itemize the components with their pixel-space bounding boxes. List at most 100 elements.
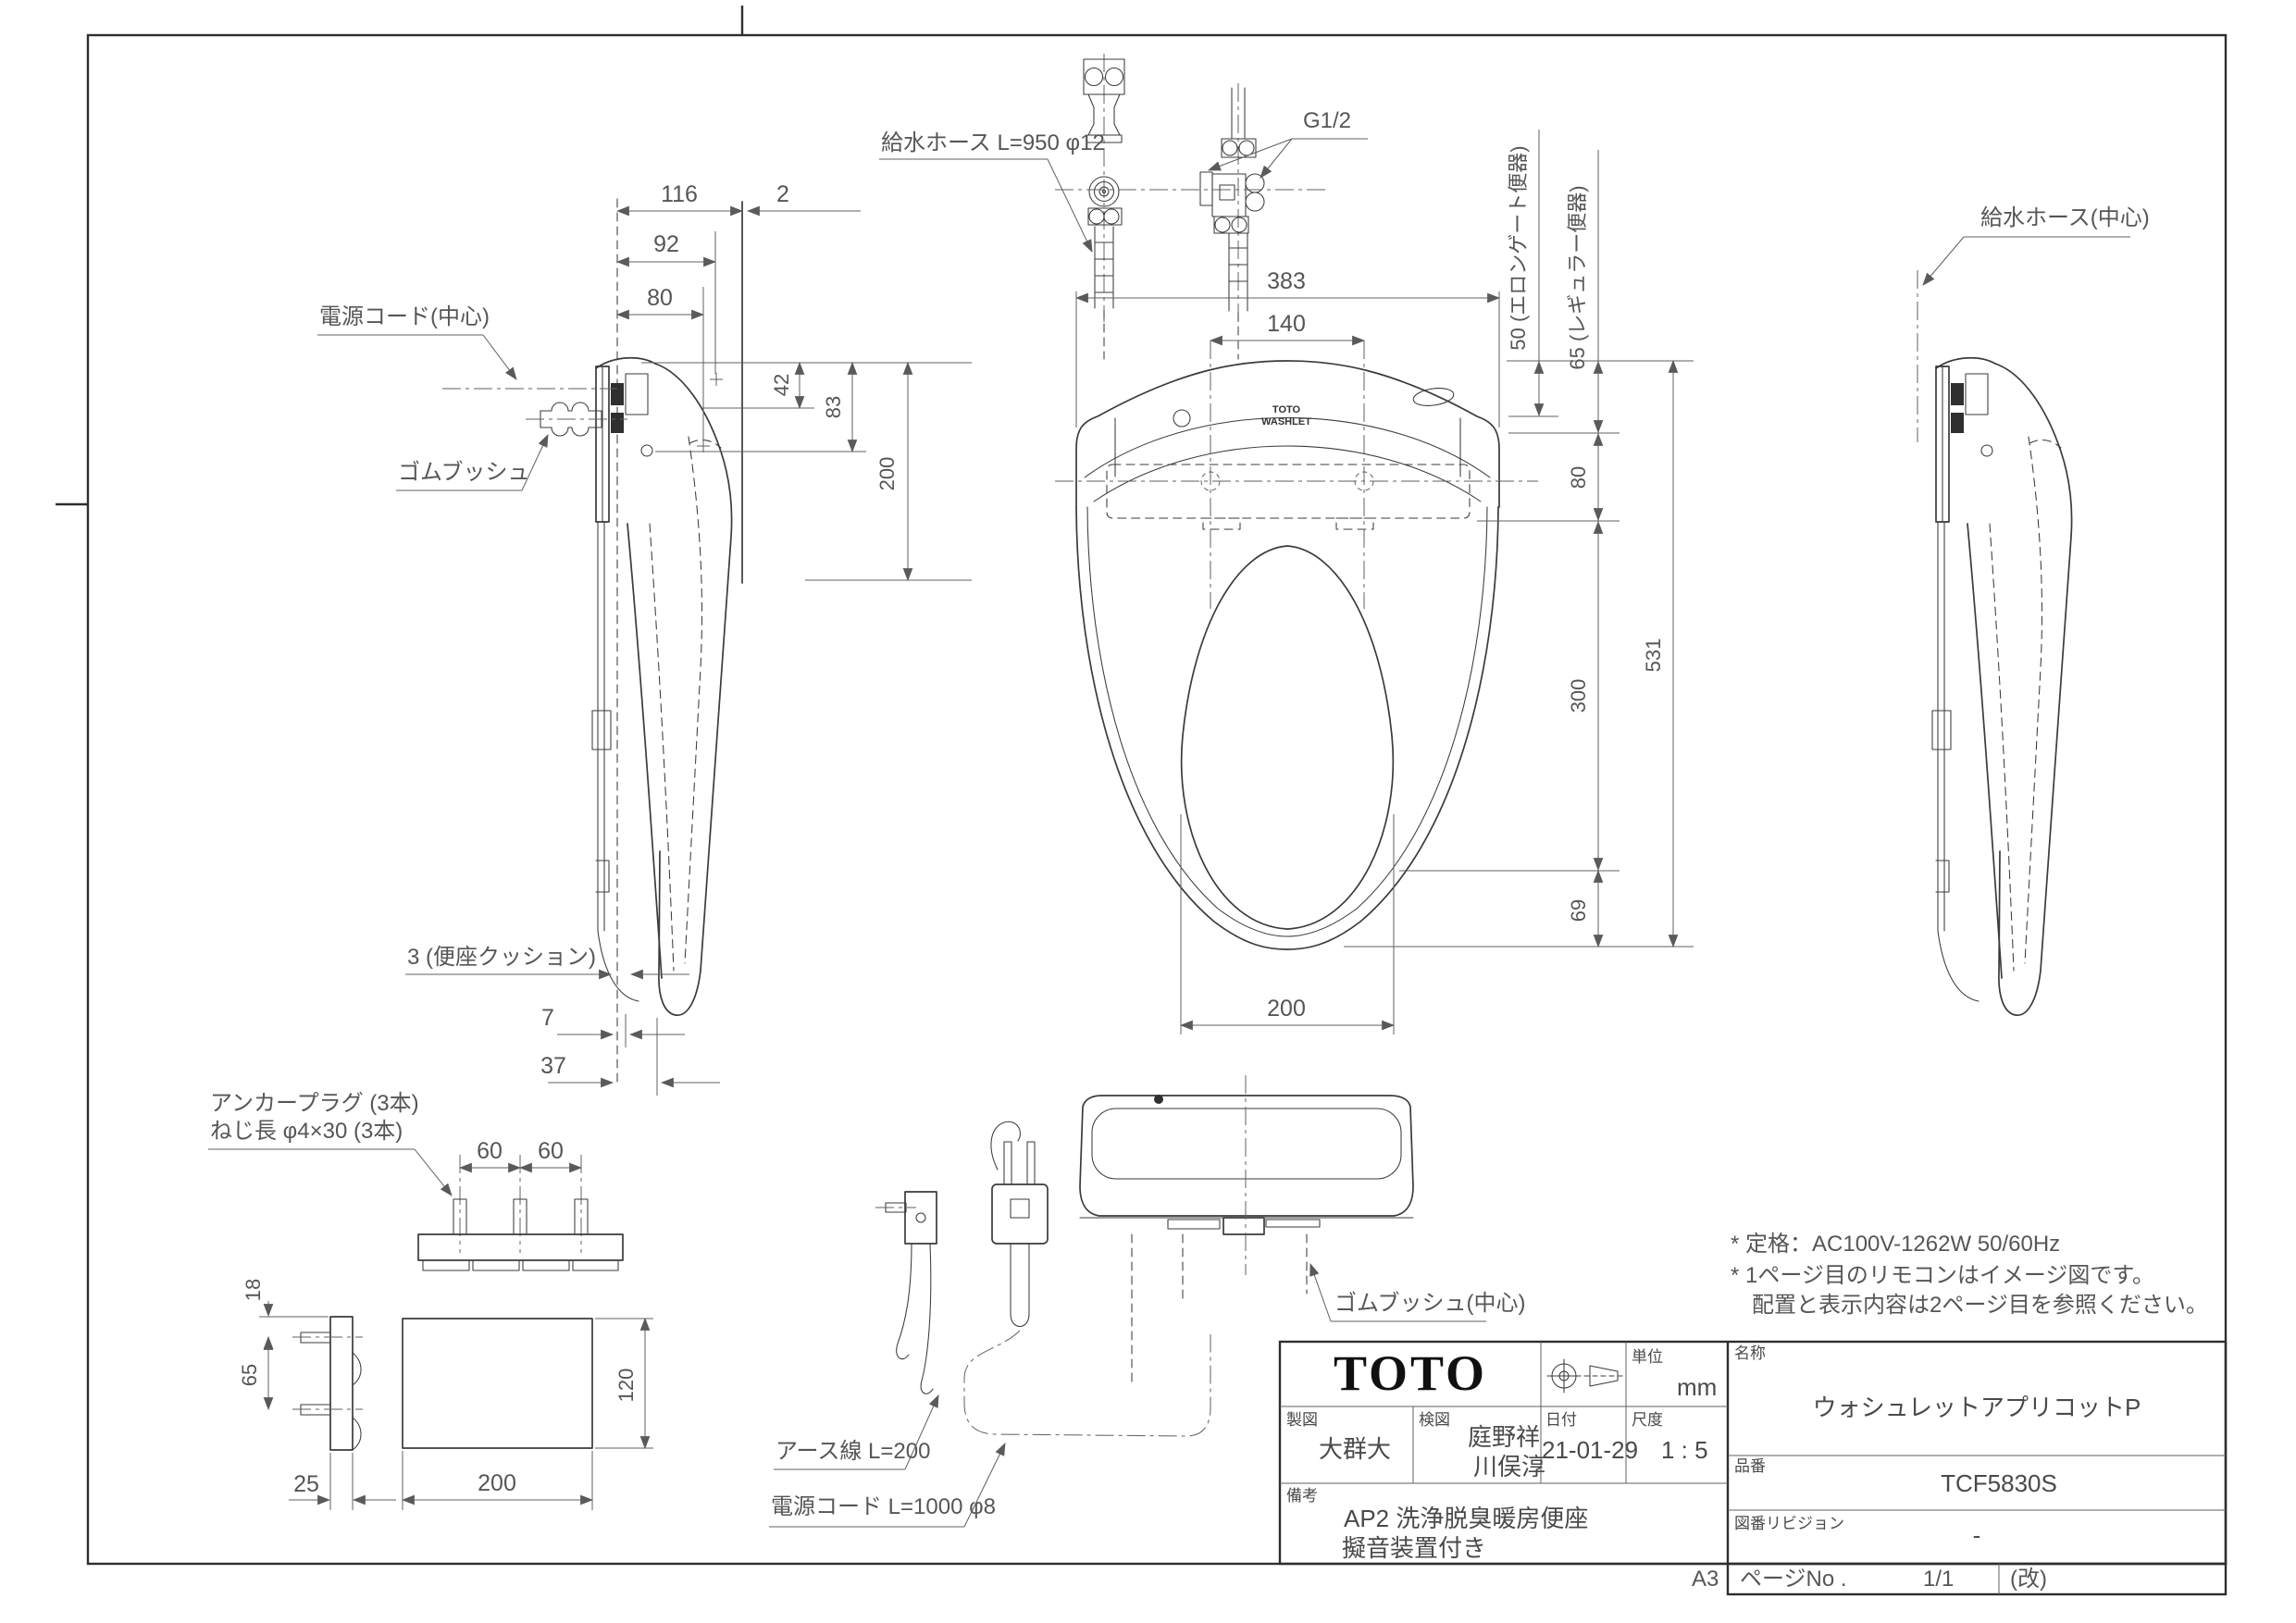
seat-outline bbox=[1075, 506, 1499, 950]
label-supply-hose-center: 給水ホース(中心) bbox=[1980, 205, 2150, 230]
note-line-3: 配置と表示内容は2ページ目を参照ください。 bbox=[1752, 1293, 2208, 1318]
dim-18: 18 bbox=[242, 1279, 265, 1301]
dim-7: 7 bbox=[541, 1005, 554, 1031]
checker-label: 検図 bbox=[1419, 1411, 1450, 1429]
remarks-label: 備考 bbox=[1286, 1487, 1318, 1505]
top-view: G1/2 給水ホース L=950 φ12 TOTO WASHLET bbox=[879, 54, 1694, 1035]
product-name: ウォシュレットアプリコットP bbox=[1813, 1394, 2141, 1421]
name-label: 名称 bbox=[1734, 1344, 1766, 1362]
dim-25: 25 bbox=[293, 1471, 319, 1497]
sensor-window bbox=[1412, 388, 1455, 406]
page-label: ページNo . bbox=[1740, 1567, 1847, 1592]
washlet-logo-line2: WASHLET bbox=[1261, 416, 1311, 427]
label-supply-hose: 給水ホース L=950 φ12 bbox=[881, 130, 1105, 155]
side-view-dimensions: 116 2 92 80 42 83 200 3 (便座クッション) bbox=[405, 181, 972, 1096]
label-seat-cushion: 3 (便座クッション) bbox=[407, 945, 596, 970]
dim-120: 120 bbox=[614, 1369, 638, 1403]
scale-value: 1 : 5 bbox=[1661, 1436, 1708, 1464]
dim-65: 65 bbox=[238, 1364, 261, 1386]
earth-wire-1 bbox=[896, 1243, 912, 1360]
part-number: TCF5830S bbox=[1941, 1469, 2057, 1497]
title-block: TOTO 単位 mm 製図 大群大 検図 庭野祥 川俣淳 日付 21-01-29… bbox=[1278, 1340, 2228, 1596]
note-line-2: * 1ページ目のリモコンはイメージ図です。 bbox=[1731, 1263, 2154, 1288]
drafter-label: 製図 bbox=[1286, 1411, 1318, 1429]
page-value: 1/1 bbox=[1923, 1567, 1954, 1592]
date-label: 日付 bbox=[1545, 1411, 1577, 1429]
label-anchor-plug: アンカープラグ (3本) bbox=[210, 1091, 419, 1116]
hinge-button bbox=[1173, 409, 1191, 427]
scale-label: 尺度 bbox=[1632, 1411, 1663, 1429]
earth-wire-2 bbox=[920, 1243, 934, 1394]
rubber-bush-nub bbox=[540, 402, 602, 437]
earth-adapter-body bbox=[904, 1191, 937, 1245]
dim-80-side: 80 bbox=[647, 285, 673, 311]
top-view-dimensions: 383 140 200 50 (エロンゲート便器) bbox=[1074, 130, 1694, 1035]
dim-200-side: 200 bbox=[875, 457, 899, 491]
drawing-frame bbox=[56, 6, 2228, 1566]
toto-logo: TOTO bbox=[1334, 1345, 1487, 1401]
label-power-cord: 電源コード L=1000 φ8 bbox=[771, 1494, 996, 1519]
label-regular-65: 65 (レギュラー便器) bbox=[1566, 185, 1589, 369]
dim-200-top: 200 bbox=[1267, 996, 1306, 1022]
remarks-line-2: 擬音装置付き bbox=[1342, 1534, 1486, 1562]
dim-300: 300 bbox=[1567, 679, 1590, 713]
dim-69: 69 bbox=[1567, 899, 1590, 922]
dim-531: 531 bbox=[1642, 638, 1665, 673]
projection-symbol-icon bbox=[1546, 1358, 1624, 1394]
base-plate-hidden bbox=[1106, 464, 1471, 519]
cord-loop bbox=[990, 1121, 1021, 1171]
dim-383: 383 bbox=[1267, 268, 1306, 294]
dim-140: 140 bbox=[1267, 311, 1306, 337]
page-kai: (改) bbox=[2010, 1567, 2047, 1592]
date-value: 21-01-29 bbox=[1542, 1436, 1638, 1464]
washlet-logo-line1: TOTO bbox=[1272, 404, 1301, 415]
label-screw-length: ねじ長 φ4×30 (3本) bbox=[210, 1119, 403, 1144]
right-side-view: 給水ホース(中心) bbox=[1917, 205, 2150, 1017]
label-earth-wire: アース線 L=200 bbox=[776, 1439, 930, 1464]
dim-80-top: 80 bbox=[1567, 466, 1590, 489]
page-strip bbox=[1726, 1562, 2228, 1596]
dim-2: 2 bbox=[776, 181, 789, 207]
plug-prong-1 bbox=[1003, 1141, 1012, 1185]
dim-42: 42 bbox=[770, 374, 793, 396]
dim-83: 83 bbox=[822, 396, 845, 418]
reference-cross-marks bbox=[697, 373, 723, 452]
note-line-1: * 定格：AC100V-1262W 50/60Hz bbox=[1731, 1232, 2060, 1257]
plug-body bbox=[991, 1183, 1049, 1245]
revision-value: - bbox=[1973, 1521, 1981, 1549]
plug-assembly: アース線 L=200 電源コード L=1000 φ8 bbox=[769, 1121, 1211, 1528]
label-power-cord-center: 電源コード(中心) bbox=[319, 304, 490, 329]
notes: * 定格：AC100V-1262W 50/60Hz * 1ページ目のリモコンはイ… bbox=[1731, 1232, 2208, 1318]
supply-valve-right bbox=[1199, 83, 1265, 360]
anchor-plug-view: アンカープラグ (3本) ねじ長 φ4×30 (3本) 60 60 bbox=[208, 1091, 624, 1271]
plug-neck bbox=[1010, 1243, 1030, 1328]
base-plate-front-view: 200 120 bbox=[401, 1317, 653, 1510]
sheet-size: A3 bbox=[1692, 1567, 1719, 1592]
supply-valve-left bbox=[1083, 54, 1125, 360]
plug-prong-2 bbox=[1026, 1141, 1036, 1185]
drafter-name: 大群大 bbox=[1319, 1435, 1391, 1463]
checker-name-2: 川俣淳 bbox=[1473, 1453, 1545, 1481]
remarks-line-1: AP2 洗浄脱臭暖房便座 bbox=[1344, 1505, 1588, 1532]
label-rubber-bush-center: ゴムブッシュ(中心) bbox=[1334, 1291, 1526, 1316]
dim-200-base: 200 bbox=[478, 1470, 516, 1496]
power-cord-path bbox=[963, 1330, 1211, 1437]
seat-opening bbox=[1180, 545, 1395, 930]
dim-37: 37 bbox=[540, 1053, 566, 1079]
side-view: 116 2 92 80 42 83 200 3 (便座クッション) bbox=[317, 181, 972, 1096]
unit-label: 単位 bbox=[1632, 1348, 1663, 1366]
unit-value: mm bbox=[1677, 1373, 1717, 1401]
dim-92: 92 bbox=[653, 231, 679, 257]
dim-60b: 60 bbox=[538, 1138, 564, 1164]
base-plate-side-view: 18 65 25 bbox=[238, 1279, 396, 1510]
dim-60a: 60 bbox=[477, 1138, 503, 1164]
lid-pin bbox=[1154, 1095, 1163, 1104]
base-bar bbox=[417, 1233, 624, 1261]
part-label: 品番 bbox=[1734, 1457, 1766, 1475]
label-elongated-50: 50 (エロンゲート便器) bbox=[1507, 145, 1530, 350]
front-body bbox=[1079, 1095, 1414, 1217]
label-rubber-bush: ゴムブッシュ bbox=[398, 460, 530, 485]
revision-label: 図番リビジョン bbox=[1734, 1515, 1844, 1532]
